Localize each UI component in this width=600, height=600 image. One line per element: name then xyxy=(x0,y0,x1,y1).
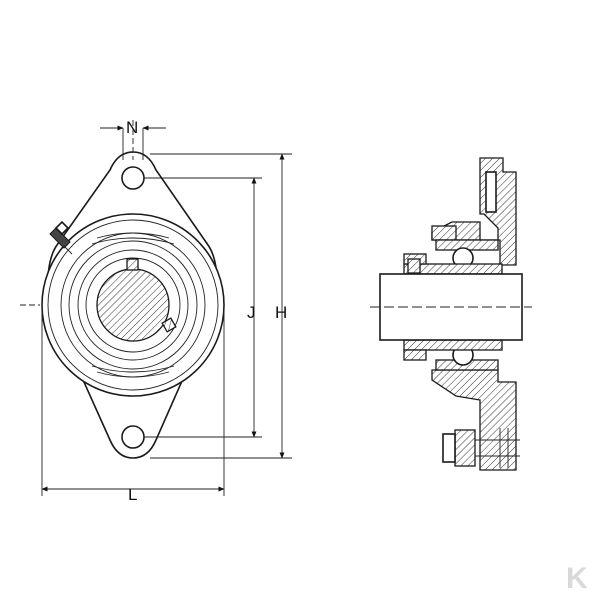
dimension-h-label: H xyxy=(275,303,287,322)
dimension-lines: N H J L xyxy=(41,118,292,504)
side-section-view xyxy=(370,157,532,471)
housing-ring-4 xyxy=(68,240,198,370)
housing-ring-6 xyxy=(85,257,181,353)
front-view xyxy=(20,120,225,459)
inner-ring-lower xyxy=(403,339,503,351)
dimension-l-label: L xyxy=(128,485,137,504)
set-screw-section xyxy=(407,258,421,274)
shaft-section xyxy=(96,268,170,342)
housing-ring-2 xyxy=(47,219,219,391)
housing-top-band xyxy=(91,232,175,245)
dimension-j-label: J xyxy=(247,303,256,322)
bolt-nut-icon xyxy=(442,428,520,468)
bolt-hole-bottom xyxy=(121,425,145,449)
housing-bottom-band xyxy=(91,365,175,378)
set-screw-top xyxy=(126,258,139,271)
set-screw-side xyxy=(161,317,177,333)
dimension-n-label: N xyxy=(126,118,138,137)
bolt-hole-top xyxy=(121,166,145,190)
grease-nipple-icon xyxy=(49,220,73,255)
brand-logo: K xyxy=(566,562,588,595)
housing-section-lower xyxy=(431,369,517,471)
housing-ring-5 xyxy=(77,249,189,361)
svg-text:K: K xyxy=(566,562,588,595)
